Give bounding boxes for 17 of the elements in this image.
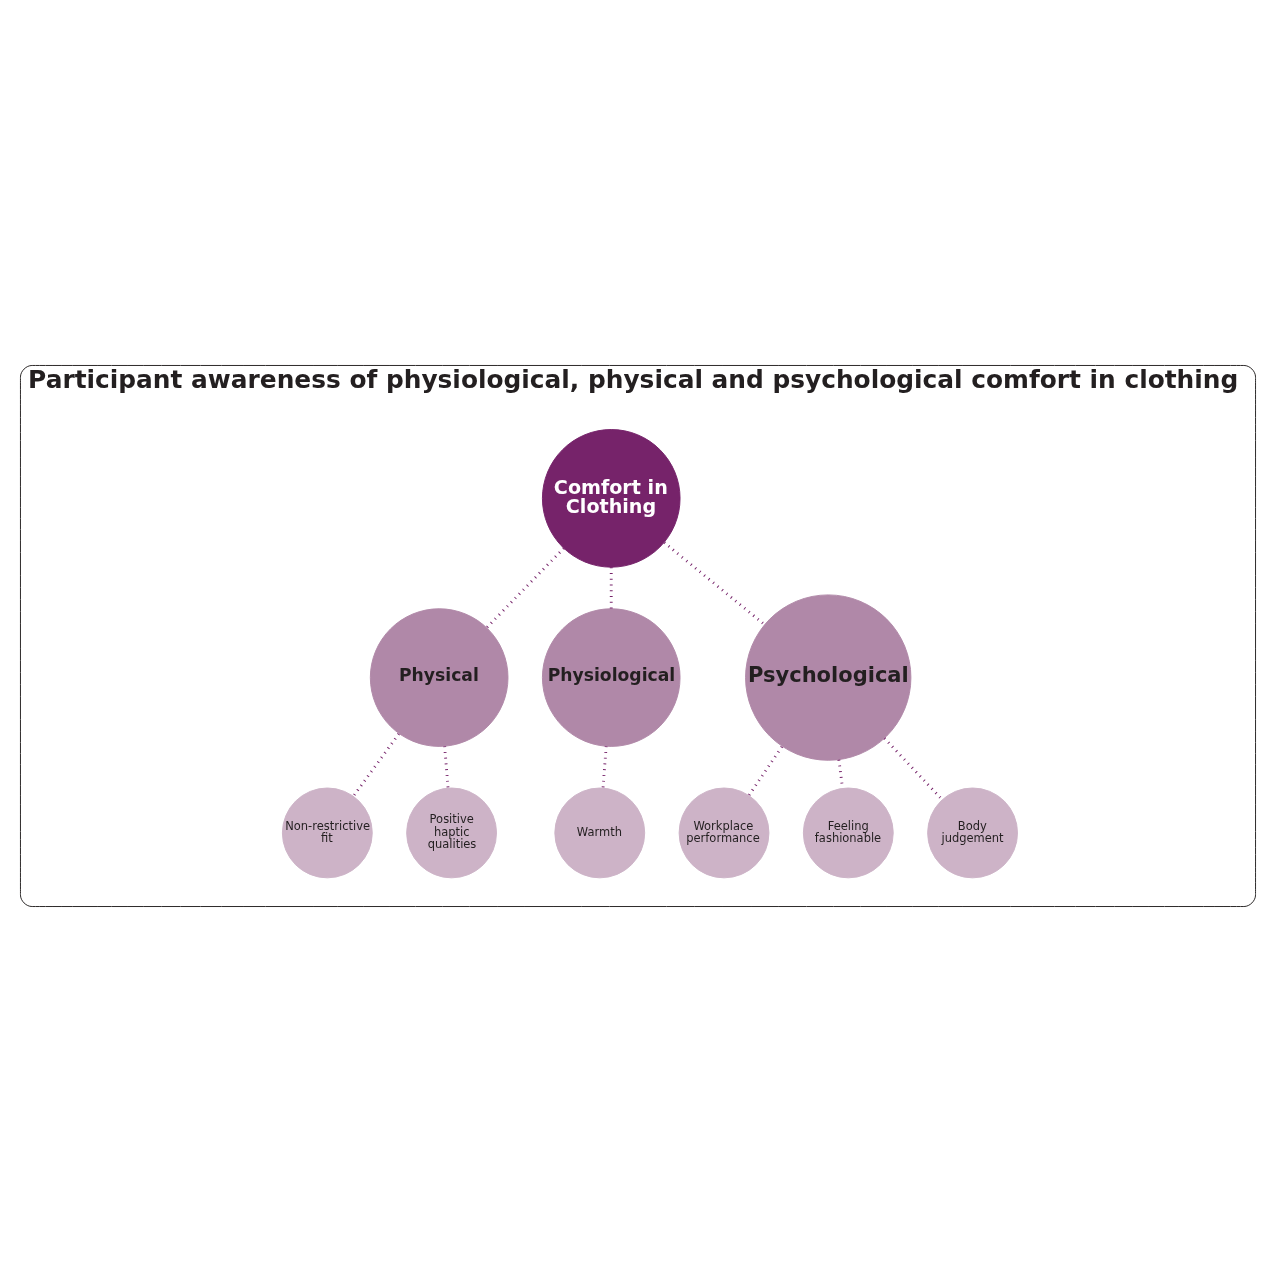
node-circle: Psychological xyxy=(745,594,912,761)
node-circle: Workplace performance xyxy=(678,787,770,879)
connector xyxy=(883,737,944,801)
node-circle: Positive haptic qualities xyxy=(406,787,497,879)
connector xyxy=(443,746,450,789)
node-circle: Comfort in Clothing xyxy=(541,429,681,568)
connector xyxy=(663,541,766,626)
connector xyxy=(747,745,784,796)
node-circle: Warmth xyxy=(554,787,646,879)
node-circle: Physiological xyxy=(541,608,681,747)
connector xyxy=(352,733,400,798)
connector xyxy=(601,746,608,789)
node-circle: Non-restrictive fit xyxy=(281,787,373,879)
connector xyxy=(485,547,565,629)
node-circle: Feeling fashionable xyxy=(802,787,894,879)
node-circle: Physical xyxy=(369,608,509,747)
node-circle: Body judgement xyxy=(927,787,1018,879)
